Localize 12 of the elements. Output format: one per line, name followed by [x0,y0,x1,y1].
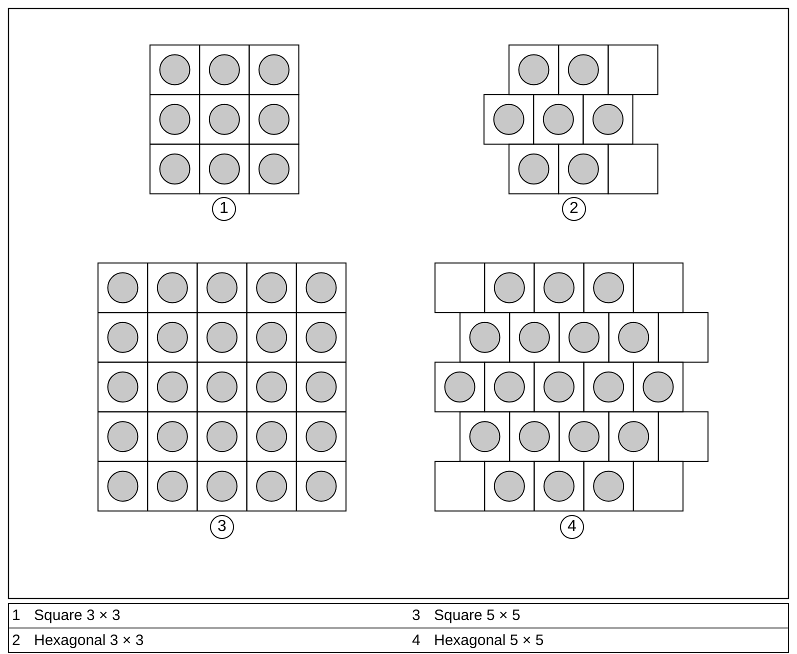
legend-key: 1 [12,607,20,625]
legend-description: Square 3 × 3 [34,607,120,625]
legend-description: Hexagonal 5 × 5 [434,632,544,650]
legend-description: Hexagonal 3 × 3 [34,632,144,650]
legend-key: 4 [412,632,420,650]
callout-number: 1 [212,197,236,221]
legend-description: Square 5 × 5 [434,607,520,625]
callout-number: 3 [210,515,234,539]
callout-number: 4 [560,515,584,539]
legend-key: 2 [12,632,20,650]
callout-number: 2 [562,197,586,221]
legend-key: 3 [412,607,420,625]
